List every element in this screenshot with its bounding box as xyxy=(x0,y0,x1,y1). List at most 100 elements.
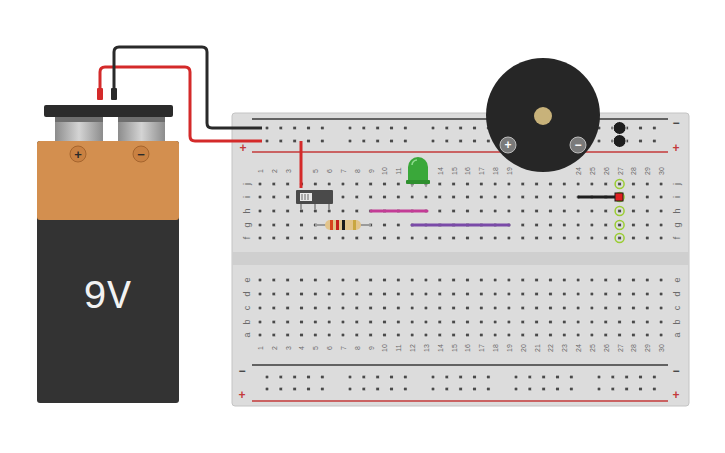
breadboard-hole xyxy=(479,333,483,337)
breadboard-hole xyxy=(376,139,380,143)
breadboard-hole xyxy=(397,236,401,240)
breadboard-hole xyxy=(507,333,511,337)
breadboard-hole xyxy=(479,182,483,186)
breadboard-hole xyxy=(355,306,359,310)
column-number: 17 xyxy=(478,167,485,175)
breadboard-hole xyxy=(404,139,408,143)
breadboard-hole xyxy=(604,320,608,324)
highlight-ring xyxy=(615,234,624,243)
breadboard-hole xyxy=(300,236,304,240)
breadboard-hole xyxy=(383,333,387,337)
breadboard-hole xyxy=(535,209,539,213)
breadboard-hole xyxy=(479,306,483,310)
column-number: 27 xyxy=(616,344,623,352)
column-number: 16 xyxy=(464,344,471,352)
breadboard-hole xyxy=(445,387,449,391)
breadboard-hole xyxy=(562,306,566,310)
breadboard-hole xyxy=(341,209,345,213)
breadboard-hole xyxy=(369,195,373,199)
breadboard-hole xyxy=(618,182,622,186)
breadboard-hole xyxy=(653,139,657,143)
breadboard-hole xyxy=(576,209,580,213)
breadboard-hole xyxy=(272,320,276,324)
breadboard-hole xyxy=(507,209,511,213)
breadboard-hole xyxy=(438,333,442,337)
breadboard-hole xyxy=(639,375,643,379)
column-number: 11 xyxy=(395,167,402,174)
breadboard-hole xyxy=(604,292,608,296)
breadboard-hole xyxy=(314,292,318,296)
breadboard-hole xyxy=(279,375,283,379)
breadboard-hole xyxy=(410,195,414,199)
column-number: 28 xyxy=(630,344,637,352)
column-number: 7 xyxy=(339,169,346,173)
breadboard-hole xyxy=(286,320,290,324)
breadboard-hole xyxy=(279,139,283,143)
breadboard-hole xyxy=(597,387,601,391)
breadboard-hole xyxy=(618,278,622,282)
column-number: 15 xyxy=(450,167,457,175)
black-wire xyxy=(114,47,262,128)
breadboard-hole xyxy=(272,306,276,310)
column-number: 30 xyxy=(658,344,665,352)
breadboard-hole xyxy=(514,387,518,391)
breadboard-hole xyxy=(562,333,566,337)
breadboard-hole xyxy=(369,182,373,186)
breadboard-hole xyxy=(410,278,414,282)
battery-terminal xyxy=(55,117,103,141)
breadboard-hole xyxy=(369,306,373,310)
column-number: 18 xyxy=(492,344,499,352)
breadboard-hole xyxy=(314,333,318,337)
breadboard-hole xyxy=(653,387,657,391)
breadboard-hole xyxy=(327,182,331,186)
row-letter: i xyxy=(673,196,682,198)
breadboard-hole xyxy=(355,195,359,199)
breadboard-hole xyxy=(645,320,649,324)
column-number: 24 xyxy=(575,167,582,175)
breadboard-hole xyxy=(376,126,380,130)
column-number: 2 xyxy=(270,346,277,350)
breadboard-hole xyxy=(265,375,269,379)
breadboard-hole xyxy=(397,320,401,324)
breadboard-hole xyxy=(438,320,442,324)
row-letter: b xyxy=(673,319,682,324)
breadboard-hole xyxy=(535,333,539,337)
column-number: 19 xyxy=(505,344,512,352)
breadboard-hole xyxy=(369,320,373,324)
breadboard-hole xyxy=(645,223,649,227)
breadboard-hole xyxy=(466,278,470,282)
column-number: 28 xyxy=(630,167,637,175)
highlight-ring xyxy=(615,180,624,189)
breadboard-hole xyxy=(362,387,366,391)
breadboard-hole xyxy=(479,292,483,296)
positive-rail-line xyxy=(252,151,668,153)
wire-clip xyxy=(97,88,103,100)
column-number: 30 xyxy=(658,167,665,175)
breadboard-hole xyxy=(549,292,553,296)
breadboard-hole xyxy=(258,306,262,310)
row-letter: a xyxy=(673,332,682,337)
breadboard-hole xyxy=(493,278,497,282)
breadboard-hole xyxy=(639,387,643,391)
breadboard-hole xyxy=(383,236,387,240)
breadboard-hole xyxy=(521,333,525,337)
breadboard-hole xyxy=(645,195,649,199)
breadboard-hole xyxy=(452,333,456,337)
breadboard-hole xyxy=(493,195,497,199)
breadboard-hole xyxy=(397,195,401,199)
breadboard-hole xyxy=(562,182,566,186)
breadboard-hole xyxy=(300,223,304,227)
breadboard-hole xyxy=(549,320,553,324)
breadboard-hole xyxy=(424,333,428,337)
breadboard-hole xyxy=(307,126,311,130)
breadboard-hole xyxy=(507,320,511,324)
slider-grip xyxy=(305,194,306,200)
column-number: 24 xyxy=(575,344,582,352)
breadboard-hole xyxy=(445,375,449,379)
breadboard-hole xyxy=(321,375,325,379)
breadboard-hole xyxy=(383,195,387,199)
breadboard-hole xyxy=(611,375,615,379)
breadboard-hole xyxy=(479,195,483,199)
column-number: 9 xyxy=(367,346,374,350)
breadboard-hole xyxy=(355,182,359,186)
